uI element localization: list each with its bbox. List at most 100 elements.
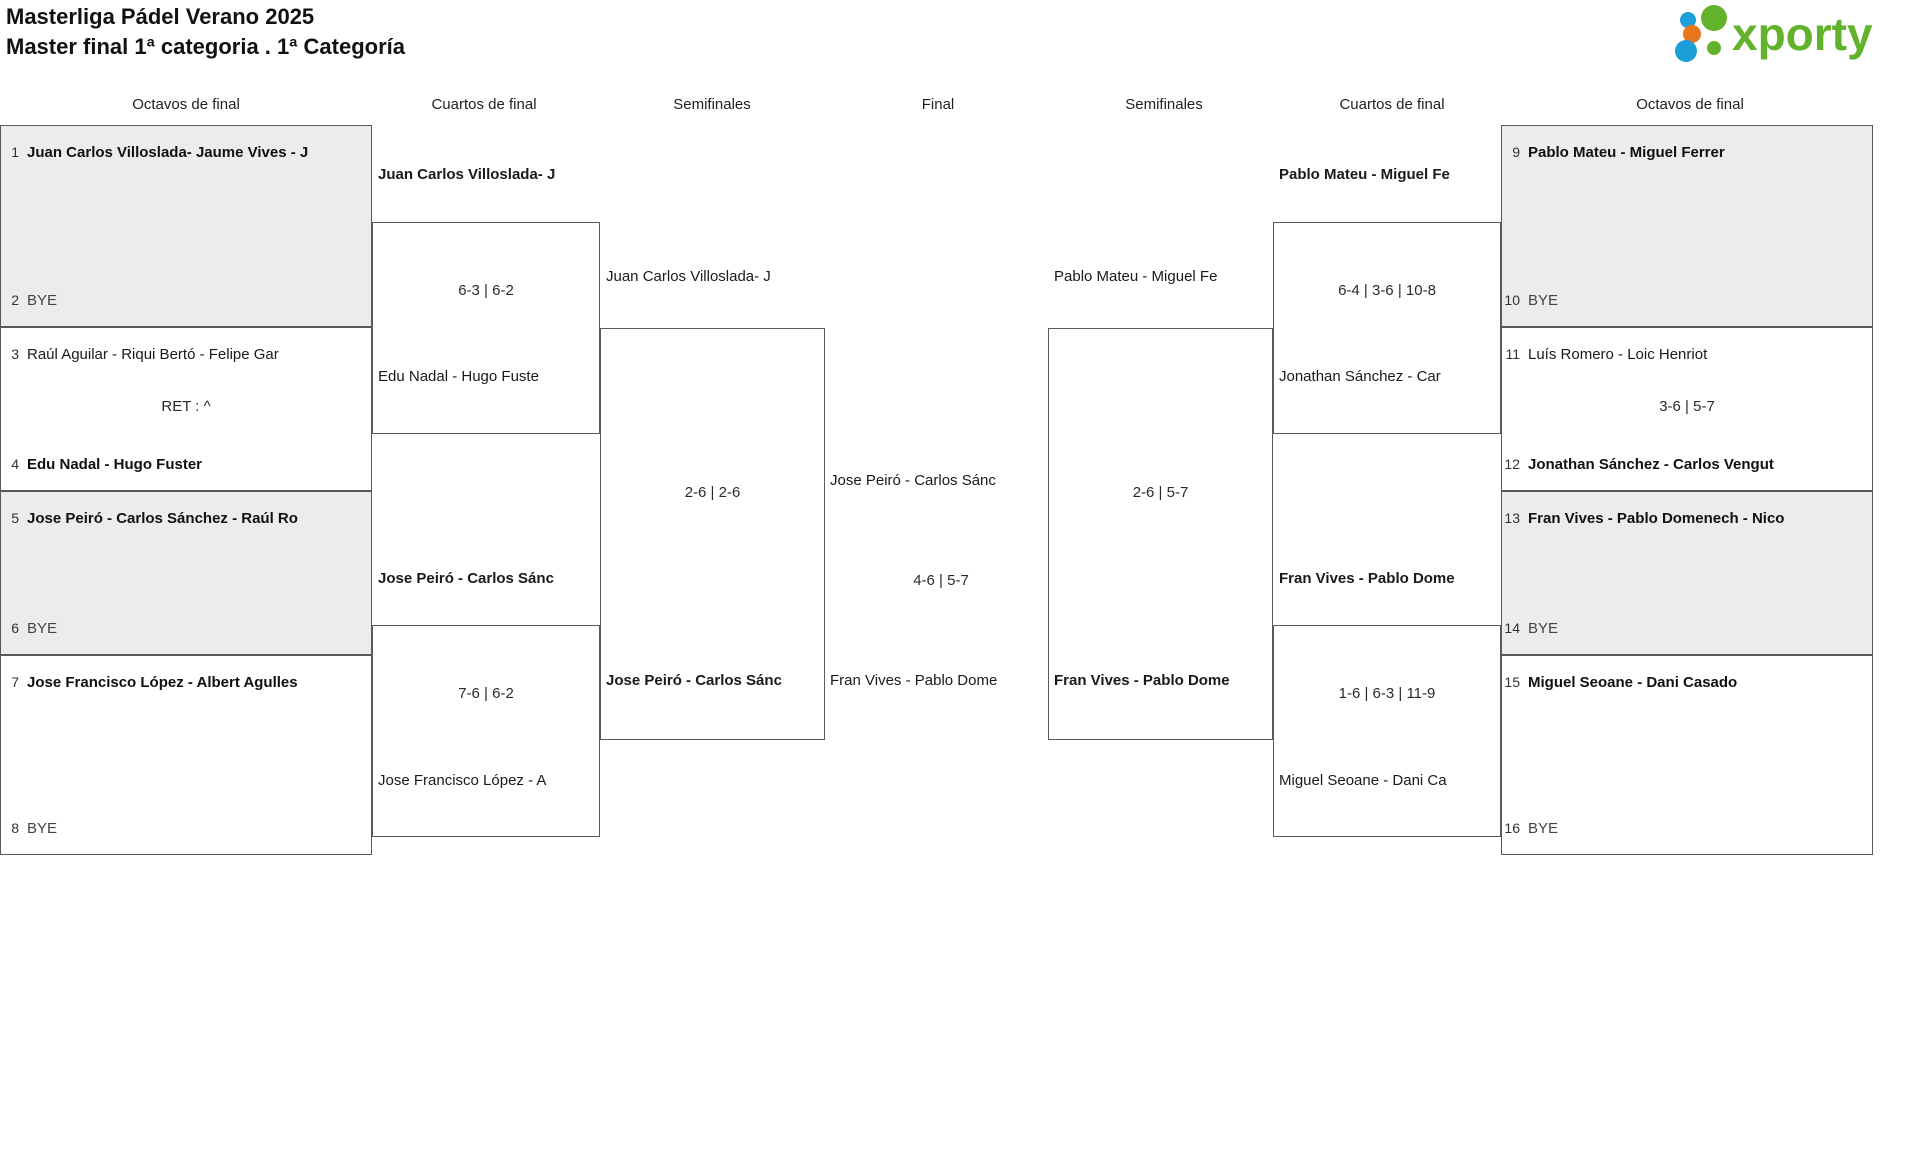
team-name: Luís Romero - Loic Henriot (1528, 345, 1708, 363)
tournament-category: Master final 1ª categoria . 1ª Categoría (6, 34, 405, 59)
advancing-right-qf1-top: Pablo Mateu - Miguel Fe (1279, 166, 1501, 188)
seed-row-13: 13 Fran Vives - Pablo Domenech - Nico (1502, 506, 1872, 530)
match-box-left-octavos-4[interactable]: 7 Jose Francisco López - Albert Agulles … (0, 655, 372, 855)
round-label-left-octavos: Octavos de final (132, 96, 240, 113)
match-box-left-octavos-1[interactable]: 1 Juan Carlos Villoslada- Jaume Vives - … (0, 125, 372, 327)
match-box-right-octavos-2[interactable]: 11 Luís Romero - Loic Henriot 12 Jonatha… (1501, 327, 1873, 491)
advancing-left-qf2-bottom: Jose Francisco López - A (378, 772, 600, 794)
team-name: Juan Carlos Villoslada- J (606, 268, 771, 285)
match-score: 1-6 | 6-3 | 11-9 (1338, 685, 1436, 702)
advancing-left-qf1-bottom: Edu Nadal - Hugo Fuste (378, 368, 600, 390)
team-name: Jose Peiró - Carlos Sánchez - Raúl Ro (27, 509, 298, 527)
seed-number: 3 (11, 346, 19, 362)
team-name: Miguel Seoane - Dani Ca (1279, 772, 1447, 789)
seed-number: 11 (1505, 346, 1520, 362)
team-name: Pablo Mateu - Miguel Ferrer (1528, 143, 1725, 161)
match-score: 2-6 | 5-7 (1132, 484, 1189, 501)
match-score: 2-6 | 2-6 (684, 484, 741, 501)
team-name: BYE (1528, 619, 1559, 637)
match-score: 7-6 | 6-2 (458, 685, 514, 702)
team-name: Jose Francisco López - Albert Agulles (27, 673, 298, 691)
advancing-right-qf1-bottom: Jonathan Sánchez - Car (1279, 368, 1501, 390)
logo-dot-green-small (1707, 41, 1721, 55)
team-name: BYE (27, 291, 58, 309)
seed-number: 2 (11, 292, 19, 308)
final-right-finalist: Fran Vives - Pablo Dome (830, 672, 1052, 694)
team-name: Pablo Mateu - Miguel Fe (1054, 268, 1218, 285)
team-name: Fran Vives - Pablo Dome (830, 672, 998, 689)
seed-number: 16 (1504, 820, 1520, 836)
logo-dot-blue-large (1675, 40, 1697, 62)
seed-number: 10 (1504, 292, 1520, 308)
seed-number: 8 (11, 820, 19, 836)
match-box-right-cuartos-2[interactable]: 1-6 | 6-3 | 11-9 (1273, 625, 1501, 837)
team-name: Jose Peiró - Carlos Sánc (830, 472, 996, 489)
tournament-name: Masterliga Pádel Verano 2025 (6, 4, 315, 29)
seed-row-5: 5 Jose Peiró - Carlos Sánchez - Raúl Ro (1, 506, 371, 530)
match-box-right-cuartos-1[interactable]: 6-4 | 3-6 | 10-8 (1273, 222, 1501, 434)
round-label-right-cuartos: Cuartos de final (1339, 96, 1445, 113)
seed-row-11: 11 Luís Romero - Loic Henriot (1502, 342, 1872, 366)
advancing-right-sf-top: Pablo Mateu - Miguel Fe (1054, 268, 1273, 290)
logo-wordmark: xporty (1732, 8, 1873, 60)
team-name: BYE (27, 819, 58, 837)
seed-row-8: 8 BYE (1, 816, 371, 840)
team-name: Jose Peiró - Carlos Sánc (606, 672, 782, 689)
seed-number: 1 (11, 144, 19, 160)
team-name: Jose Francisco López - A (378, 772, 547, 789)
round-label-final: Final (921, 96, 955, 113)
match-box-left-octavos-3[interactable]: 5 Jose Peiró - Carlos Sánchez - Raúl Ro … (0, 491, 372, 655)
seed-row-4: 4 Edu Nadal - Hugo Fuster (1, 452, 371, 476)
team-name: Jonathan Sánchez - Carlos Vengut (1528, 455, 1774, 473)
xporty-logo[interactable]: xporty (1670, 4, 1910, 62)
team-name: Raúl Aguilar - Riqui Bertó - Felipe Gar (27, 345, 279, 363)
match-box-right-octavos-1[interactable]: 9 Pablo Mateu - Miguel Ferrer 10 BYE (1501, 125, 1873, 327)
final-score: 4-6 | 5-7 (913, 572, 969, 589)
round-label-left-cuartos: Cuartos de final (431, 96, 537, 113)
seed-row-9: 9 Pablo Mateu - Miguel Ferrer (1502, 140, 1872, 164)
round-label-left-semis: Semifinales (673, 96, 751, 113)
team-name: Jonathan Sánchez - Car (1279, 368, 1441, 385)
team-name: Fran Vives - Pablo Dome (1054, 672, 1230, 689)
seed-row-15: 15 Miguel Seoane - Dani Casado (1502, 670, 1872, 694)
seed-number: 7 (11, 674, 19, 690)
team-name: Miguel Seoane - Dani Casado (1528, 673, 1738, 691)
match-box-right-octavos-4[interactable]: 15 Miguel Seoane - Dani Casado 16 BYE (1501, 655, 1873, 855)
advancing-right-qf2-bottom: Miguel Seoane - Dani Ca (1279, 772, 1501, 794)
team-name: Fran Vives - Pablo Domenech - Nico (1528, 509, 1785, 527)
match-box-left-octavos-2[interactable]: 3 Raúl Aguilar - Riqui Bertó - Felipe Ga… (0, 327, 372, 491)
match-box-left-cuartos-1[interactable]: 6-3 | 6-2 (372, 222, 600, 434)
advancing-left-qf1-top: Juan Carlos Villoslada- J (378, 166, 600, 188)
round-label-right-semis: Semifinales (1125, 96, 1203, 113)
advancing-right-sf-bottom: Fran Vives - Pablo Dome (1054, 672, 1273, 694)
seed-number: 4 (11, 456, 19, 472)
team-name: Juan Carlos Villoslada- J (378, 166, 556, 183)
page-header: Masterliga Pádel Verano 2025 Master fina… (0, 0, 1920, 72)
match-box-right-octavos-3[interactable]: 13 Fran Vives - Pablo Domenech - Nico 14… (1501, 491, 1873, 655)
seed-row-7: 7 Jose Francisco López - Albert Agulles (1, 670, 371, 694)
seed-number: 5 (11, 510, 19, 526)
match-score: 6-3 | 6-2 (458, 282, 514, 299)
seed-number: 15 (1504, 674, 1520, 690)
team-name: BYE (1528, 291, 1559, 309)
advancing-left-sf-top: Juan Carlos Villoslada- J (606, 268, 825, 290)
seed-number: 13 (1504, 510, 1520, 526)
team-name: BYE (27, 619, 58, 637)
advancing-left-qf2-top: Jose Peiró - Carlos Sánc (378, 570, 600, 592)
seed-row-14: 14 BYE (1502, 616, 1872, 640)
match-box-right-semis-1[interactable]: 2-6 | 5-7 (1048, 328, 1273, 740)
seed-row-1: 1 Juan Carlos Villoslada- Jaume Vives - … (1, 140, 371, 164)
match-score: 6-4 | 3-6 | 10-8 (1338, 282, 1436, 299)
team-name: Juan Carlos Villoslada- Jaume Vives - J (27, 143, 309, 161)
seed-row-12: 12 Jonathan Sánchez - Carlos Vengut (1502, 452, 1872, 476)
seed-number: 6 (11, 620, 19, 636)
team-name: BYE (1528, 819, 1559, 837)
logo-dot-blue-small (1680, 12, 1696, 28)
seed-number: 12 (1504, 456, 1520, 472)
match-box-left-cuartos-2[interactable]: 7-6 | 6-2 (372, 625, 600, 837)
match-box-left-semis-1[interactable]: 2-6 | 2-6 (600, 328, 825, 740)
team-name: Pablo Mateu - Miguel Fe (1279, 166, 1450, 183)
seed-row-6: 6 BYE (1, 616, 371, 640)
logo-dot-orange (1683, 25, 1701, 43)
